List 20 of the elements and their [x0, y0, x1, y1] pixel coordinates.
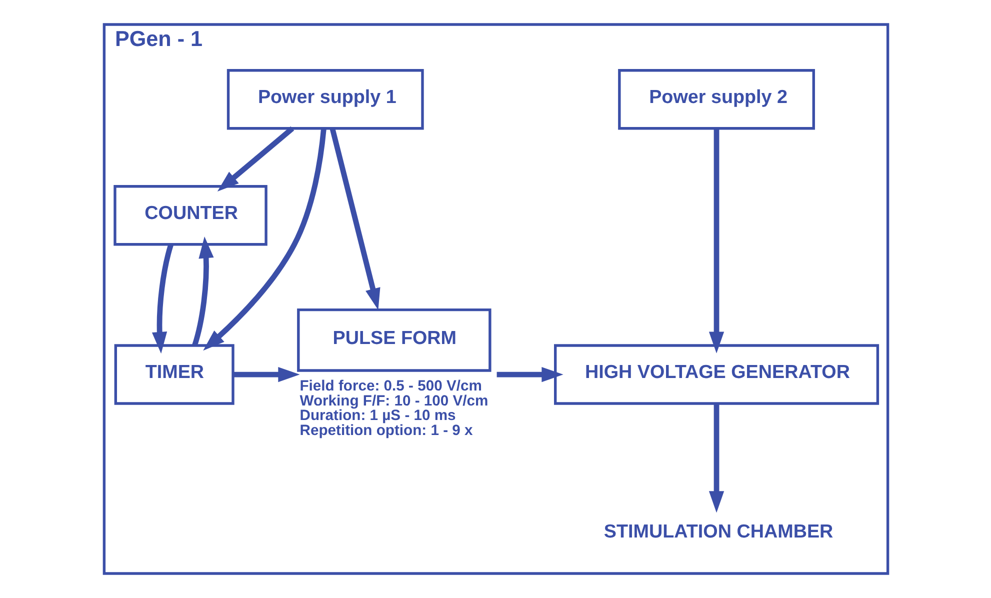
arrow	[202, 128, 326, 351]
arrow	[496, 366, 563, 382]
node-box: COUNTER	[113, 185, 267, 246]
node-label: Duration: 1 µS - 10 ms	[299, 408, 456, 424]
arrow	[708, 404, 724, 513]
arrow	[708, 128, 724, 354]
node-label: Field force: 0.5 - 500 V/cm	[299, 378, 482, 394]
node-box: Power supply 1	[226, 69, 424, 130]
node-label: Working F/F: 10 - 100 V/cm	[299, 393, 488, 410]
arrow	[216, 126, 294, 192]
node-text: STIMULATION CHAMBER	[603, 521, 833, 542]
node-label: Repetition option: 1 - 9 x	[299, 422, 472, 439]
node-box: HIGH VOLTAGE GENERATOR	[554, 344, 879, 405]
arrow	[192, 236, 214, 346]
node-box: PULSE FORM	[296, 308, 491, 372]
arrow	[151, 244, 173, 354]
node-box: Power supply 2	[618, 69, 814, 130]
arrow	[329, 128, 380, 310]
node-box: TIMER	[114, 344, 234, 405]
arrow	[232, 366, 300, 382]
